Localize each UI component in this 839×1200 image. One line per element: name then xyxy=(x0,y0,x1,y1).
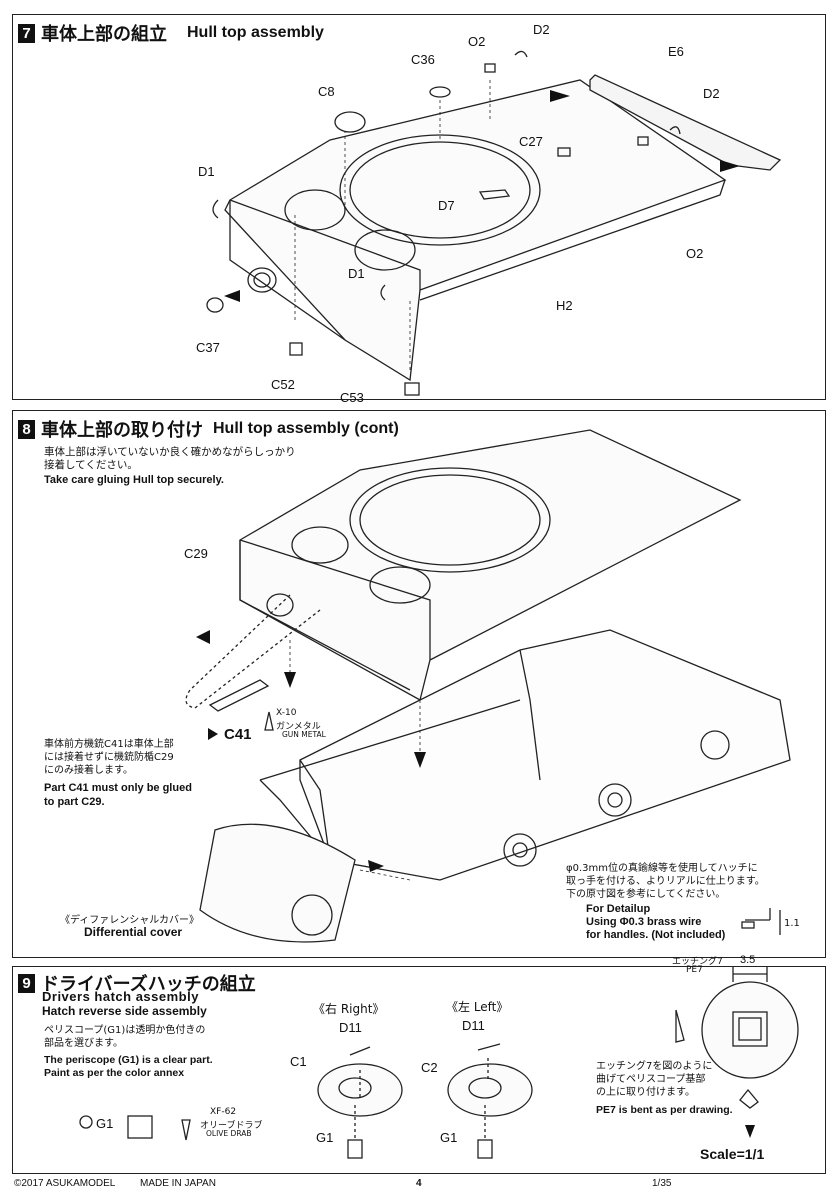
part-d1-mid: D1 xyxy=(348,266,365,281)
c41-note-en-1: Part C41 must only be glued xyxy=(44,782,192,794)
part-c27: C27 xyxy=(519,134,543,149)
diff-cover-en: Differential cover xyxy=(84,925,183,939)
step8-note-jp-1: 車体上部は浮いていないか良く確かめながらしっかり xyxy=(44,446,296,458)
part-d11-right: D11 xyxy=(339,1020,362,1035)
handle-dimension: 1.1 xyxy=(784,918,800,929)
step9-paint-en: OLIVE DRAB xyxy=(206,1129,252,1138)
wire-note-jp-1: φ0.3mm位の真鍮線等を使用してハッチに xyxy=(566,863,758,874)
c41-note-jp-1: 車体前方機銃C41は車体上部 xyxy=(44,739,174,750)
part-d2-right: D2 xyxy=(703,86,720,101)
step7-hull-drawing xyxy=(206,50,782,396)
pe7-note-jp-2: 曲げてペリスコープ基部 xyxy=(596,1074,706,1085)
footer-made-in: MADE IN JAPAN xyxy=(140,1178,216,1189)
part-d7: D7 xyxy=(438,198,455,213)
part-g1-left: G1 xyxy=(440,1130,458,1145)
scale-label: Scale=1/1 xyxy=(700,1146,765,1162)
step8-note-en: Take care gluing Hull top securely. xyxy=(44,474,224,486)
step9-panel xyxy=(12,966,826,1174)
step9-note-en-1: The periscope (G1) is a clear part. xyxy=(44,1054,213,1066)
hatch-left-label: 《左 Left》 xyxy=(446,1000,509,1014)
wire-note-en-3: for handles. (Not included) xyxy=(586,929,726,941)
step7-number: 7 xyxy=(18,23,35,43)
wire-note-jp-3: 下の原寸図を参考にしてください。 xyxy=(566,889,726,900)
step9-number: 9 xyxy=(18,973,35,993)
part-o2-right: O2 xyxy=(686,246,704,261)
step9-paint-jp: オリーブドラブ xyxy=(200,1121,263,1131)
part-d1-left: D1 xyxy=(198,164,215,179)
step9-title-en-2: Hatch reverse side assembly xyxy=(42,1004,207,1018)
wire-note-en-2: Using Φ0.3 brass wire xyxy=(586,916,702,928)
pe7-label: PE7 xyxy=(686,965,703,975)
c41-note-jp-2: には接着せずに機銃防楯C29 xyxy=(44,752,174,763)
part-c2: C2 xyxy=(421,1060,438,1075)
part-c36: C36 xyxy=(411,52,435,67)
step7-title-jp: 車体上部の組立 xyxy=(41,24,167,45)
diff-cover-jp: 《ディファレンシャルカバー》 xyxy=(60,915,199,926)
step9-title-jp: ドライバーズハッチの組立 xyxy=(41,974,256,995)
footer-series: 1/35 xyxy=(652,1178,672,1189)
footer-page-number: 4 xyxy=(416,1178,422,1189)
part-h2: H2 xyxy=(556,298,573,313)
part-c53: C53 xyxy=(340,390,364,405)
step8-paint-en: GUN METAL xyxy=(282,730,326,739)
part-c37: C37 xyxy=(196,340,220,355)
step8-hull-drawing xyxy=(185,429,791,943)
step7-header: 7 車体上部の組立 Hull top assembly xyxy=(18,20,324,46)
step9-paint-code: XF-62 xyxy=(210,1107,237,1117)
step9-note-jp-1: ペリスコープ(G1)は透明か色付きの xyxy=(44,1025,206,1036)
step9-header: 9 ドライバーズハッチの組立 xyxy=(18,970,256,996)
part-c8: C8 xyxy=(318,84,335,99)
step8-paint-jp: ガンメタル xyxy=(276,722,321,732)
footer-copyright: ©2017 ASUKAMODEL xyxy=(14,1178,116,1189)
part-c52: C52 xyxy=(271,377,295,392)
pe7-dimension: 3.5 xyxy=(740,954,756,966)
step8-title-jp: 車体上部の取り付け xyxy=(41,420,203,441)
part-c41: C41 xyxy=(224,726,252,743)
pe7-note-jp-1: エッチング7を図のように xyxy=(596,1061,713,1072)
step8-paint-code: X-10 xyxy=(276,708,297,718)
hatch-right-label: 《右 Right》 xyxy=(313,1002,385,1016)
step7-title-en: Hull top assembly xyxy=(187,24,324,41)
step9-note-jp-2: 部品を選びます。 xyxy=(44,1038,123,1049)
part-e6: E6 xyxy=(668,44,684,59)
step9-title-en-1: Drivers hatch assembly xyxy=(42,989,199,1004)
step9-g1-icon-label: G1 xyxy=(96,1116,114,1131)
pe7-label-jp: エッチング7 xyxy=(672,957,723,967)
c41-note-en-2: to part C29. xyxy=(44,796,105,808)
step8-note-jp-2: 接着してください。 xyxy=(44,459,138,471)
part-g1-right: G1 xyxy=(316,1130,334,1145)
part-c1: C1 xyxy=(290,1054,307,1069)
step9-note-en-2: Paint as per the color annex xyxy=(44,1067,185,1079)
part-d2-top: D2 xyxy=(533,22,550,37)
part-o2-top: O2 xyxy=(468,34,486,49)
step8-number: 8 xyxy=(18,419,35,439)
wire-note-jp-2: 取っ手を付ける、よりリアルに仕上ります。 xyxy=(566,876,765,887)
step8-header: 8 車体上部の取り付け Hull top assembly (cont) xyxy=(18,416,399,442)
pe7-note-en: PE7 is bent as per drawing. xyxy=(596,1104,733,1116)
c41-note-jp-3: にのみ接着します。 xyxy=(44,765,133,776)
part-d11-left: D11 xyxy=(462,1018,485,1033)
part-c29: C29 xyxy=(184,546,208,561)
pe7-note-jp-3: の上に取り付けます。 xyxy=(596,1087,695,1098)
step8-title-en: Hull top assembly (cont) xyxy=(213,420,399,437)
wire-note-en-1: For Detailup xyxy=(586,903,651,915)
